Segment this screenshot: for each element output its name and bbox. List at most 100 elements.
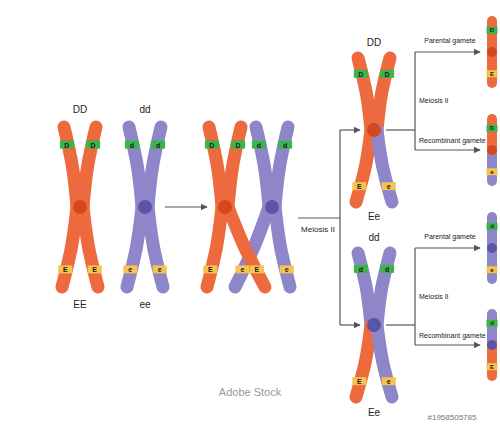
chromatid-arm bbox=[377, 130, 392, 202]
allele-letter: d bbox=[257, 141, 261, 148]
allele-letter: D bbox=[91, 141, 96, 148]
allele-letter: D bbox=[209, 141, 214, 148]
gene-band bbox=[487, 168, 498, 175]
centromere bbox=[367, 123, 381, 137]
process-arrow bbox=[415, 247, 480, 248]
gene-band bbox=[86, 141, 100, 149]
gene-band bbox=[280, 265, 294, 273]
chromatid-arm bbox=[62, 207, 77, 287]
centromere bbox=[367, 318, 381, 332]
centromere bbox=[73, 200, 87, 214]
chromatids bbox=[62, 21, 492, 397]
process-label: Meiosis II bbox=[419, 293, 449, 300]
gene-band bbox=[58, 265, 72, 273]
gene-band bbox=[352, 377, 366, 385]
genotype-label: DD bbox=[73, 105, 87, 115]
gene-band bbox=[487, 27, 498, 34]
watermark: Adobe Stock bbox=[219, 387, 281, 398]
gene-band bbox=[88, 265, 102, 273]
chromatid-arm bbox=[129, 127, 142, 207]
chromatid-arm bbox=[127, 207, 142, 287]
chromatid-arm bbox=[64, 127, 77, 207]
allele-letter: E bbox=[92, 266, 97, 273]
gene-band bbox=[123, 265, 137, 273]
allele-letter: d bbox=[156, 141, 160, 148]
gene-band bbox=[250, 265, 264, 273]
gene-band bbox=[352, 182, 366, 190]
process-arrow bbox=[340, 129, 360, 130]
chromatid-arm bbox=[83, 207, 98, 287]
allele-letter: D bbox=[490, 27, 494, 33]
genotype-label: Ee bbox=[368, 212, 380, 222]
watermark: #1958505785 bbox=[428, 414, 477, 422]
gene-band bbox=[151, 141, 165, 149]
centromere bbox=[487, 145, 497, 155]
allele-letter: e bbox=[285, 266, 289, 273]
gene-band bbox=[487, 70, 498, 77]
process-line bbox=[386, 324, 415, 325]
allele-letter: e bbox=[158, 266, 162, 273]
chromatid-arm bbox=[275, 127, 288, 207]
gamete-label: Parental gamete bbox=[424, 233, 475, 240]
allele-letter: E bbox=[255, 266, 260, 273]
chromatid-arm bbox=[377, 253, 390, 325]
gene-band bbox=[278, 141, 292, 149]
process-line bbox=[298, 217, 340, 218]
process-arrow bbox=[165, 206, 207, 207]
centromere bbox=[138, 200, 152, 214]
process-line bbox=[414, 52, 415, 150]
process-label: Meiosis II bbox=[301, 226, 335, 234]
centromere bbox=[265, 200, 279, 214]
allele-letter: e bbox=[387, 183, 391, 190]
process-arrow bbox=[340, 324, 360, 325]
gene-band bbox=[203, 265, 217, 273]
chromatid-arm bbox=[377, 325, 392, 397]
chromatid-arm bbox=[356, 325, 371, 397]
gene-band bbox=[252, 141, 266, 149]
process-arrow bbox=[415, 344, 480, 345]
gene-band bbox=[231, 141, 245, 149]
allele-letter: E bbox=[208, 266, 213, 273]
chromatid-arm bbox=[207, 207, 222, 287]
genotype-label: dd bbox=[368, 233, 379, 243]
allele-letter: d bbox=[490, 320, 494, 326]
allele-letter: E bbox=[357, 183, 362, 190]
genotype-label: dd bbox=[139, 105, 150, 115]
allele-letter: E bbox=[63, 266, 68, 273]
chromatid-arm bbox=[377, 58, 390, 130]
gamete-label: Parental gamete bbox=[424, 37, 475, 44]
gene-band bbox=[487, 363, 498, 370]
gene-band bbox=[487, 320, 498, 327]
process-arrow bbox=[415, 51, 480, 52]
chromatid-arm bbox=[358, 58, 371, 130]
centromeres bbox=[73, 47, 497, 350]
allele-letter: e bbox=[490, 267, 493, 273]
allele-letter: E bbox=[357, 378, 362, 385]
centromere bbox=[487, 340, 497, 350]
gene-band bbox=[487, 266, 498, 273]
allele-letter: d bbox=[359, 265, 363, 272]
gene-band bbox=[354, 70, 368, 78]
process-line bbox=[339, 130, 340, 325]
allele-letter: D bbox=[236, 141, 241, 148]
gene-band bbox=[380, 265, 394, 273]
allele-letter: d bbox=[283, 141, 287, 148]
gene-band bbox=[60, 141, 74, 149]
allele-letter: e bbox=[490, 169, 493, 175]
allele-letter: e bbox=[241, 266, 245, 273]
allele-letter: d bbox=[385, 265, 389, 272]
gene-band bbox=[153, 265, 167, 273]
genotype-label: DD bbox=[367, 38, 381, 48]
genotype-label: Ee bbox=[368, 408, 380, 418]
gene-band bbox=[354, 265, 368, 273]
chromatid-arm bbox=[228, 207, 265, 287]
genotype-label: ee bbox=[139, 300, 150, 310]
gene-band bbox=[382, 377, 396, 385]
chromatid-arm bbox=[209, 127, 222, 207]
chromatid-arm bbox=[358, 253, 371, 325]
allele-letter: e bbox=[387, 378, 391, 385]
allele-letter: e bbox=[128, 266, 132, 273]
allele-letter: E bbox=[490, 364, 494, 370]
allele-letter: E bbox=[490, 71, 494, 77]
